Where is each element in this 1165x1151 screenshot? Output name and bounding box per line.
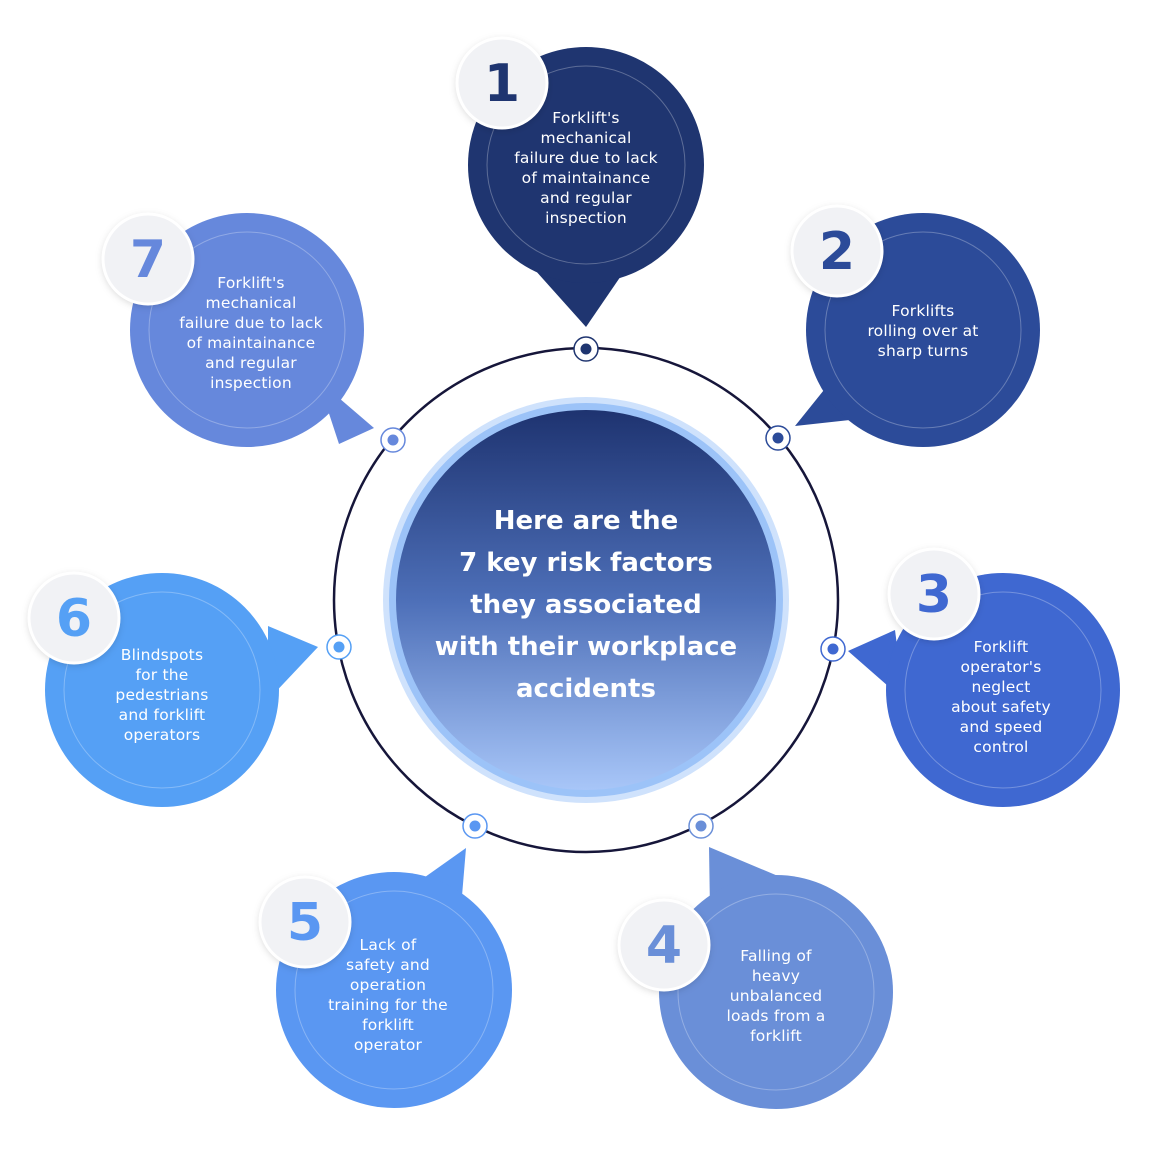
number-badge-rim-3 — [887, 547, 981, 641]
center-hub — [396, 410, 776, 790]
number-badge-2 — [792, 206, 882, 296]
risk-factor-3: 3 — [820, 547, 1120, 807]
number-badge-rim-2 — [790, 204, 884, 298]
number-label-4: 4 — [646, 916, 682, 976]
number-label-6: 6 — [56, 589, 92, 649]
number-label-2: 2 — [819, 222, 855, 282]
connector-dot-core-2 — [772, 432, 784, 444]
bubble-inner-ring-3 — [904, 591, 1102, 789]
risk-factor-6: 6 — [27, 571, 352, 807]
connector-dot-core-4 — [695, 820, 707, 832]
bubble-inner-ring-2 — [824, 231, 1022, 429]
risk-factor-text-6: Blindspots for the pedestrians and forkl… — [115, 646, 209, 744]
number-label-5: 5 — [287, 893, 323, 953]
number-label-3: 3 — [916, 565, 952, 625]
bubble-inner-ring-4 — [677, 893, 875, 1091]
number-badge-6 — [29, 573, 119, 663]
risk-factor-7: 7 — [101, 212, 406, 453]
number-badge-7 — [103, 214, 193, 304]
risk-factor-text-4: Falling of heavy unbalanced loads from a… — [726, 947, 826, 1045]
connector-dot-core-7 — [387, 434, 399, 446]
connector-dot-core-3 — [827, 643, 839, 655]
bubble-inner-ring-5 — [294, 890, 494, 1090]
bubble-inner-ring-7 — [148, 231, 346, 429]
risk-factor-text-1: Forklift's mechanical failure due to lac… — [514, 109, 658, 227]
risk-factor-5: 5 — [258, 813, 512, 1108]
bubble-tail-1 — [535, 270, 625, 327]
center-title: Here are the 7 key risk factors they ass… — [434, 506, 738, 704]
risk-factor-text-5: Lack of safety and operation training fo… — [328, 936, 448, 1054]
risk-factor-text-7: Forklift's mechanical failure due to lac… — [179, 274, 323, 392]
risk-factor-4: 4 — [617, 813, 893, 1109]
number-label-1: 1 — [484, 54, 520, 114]
number-label-7: 7 — [130, 230, 166, 290]
number-badge-1 — [457, 38, 547, 128]
number-badge-rim-7 — [101, 212, 195, 306]
risk-factor-text-3: Forklift operator's neglect about safety… — [951, 638, 1051, 756]
bubble-inner-ring-6 — [63, 591, 261, 789]
risk-factor-1: 1 — [455, 36, 704, 362]
number-badge-5 — [260, 877, 350, 967]
bubble-inner-ring-1 — [486, 65, 686, 265]
number-badge-rim-6 — [27, 571, 121, 665]
number-badge-rim-4 — [617, 898, 711, 992]
number-badge-3 — [889, 549, 979, 639]
connector-dot-core-5 — [469, 820, 481, 832]
number-badge-rim-5 — [258, 875, 352, 969]
bubble-layer: 1 2 3 4 5 6 7 — [27, 36, 1120, 1109]
bubble-tail-6 — [268, 626, 318, 700]
bubble-disc-4 — [659, 875, 893, 1109]
connector-dot-core-6 — [333, 641, 345, 653]
number-badge-rim-1 — [455, 36, 549, 130]
risk-factor-text-2: Forklifts rolling over at sharp turns — [867, 302, 979, 360]
risk-factor-2: 2 — [765, 204, 1040, 451]
connector-dot-core-1 — [580, 343, 592, 355]
number-badge-4 — [619, 900, 709, 990]
